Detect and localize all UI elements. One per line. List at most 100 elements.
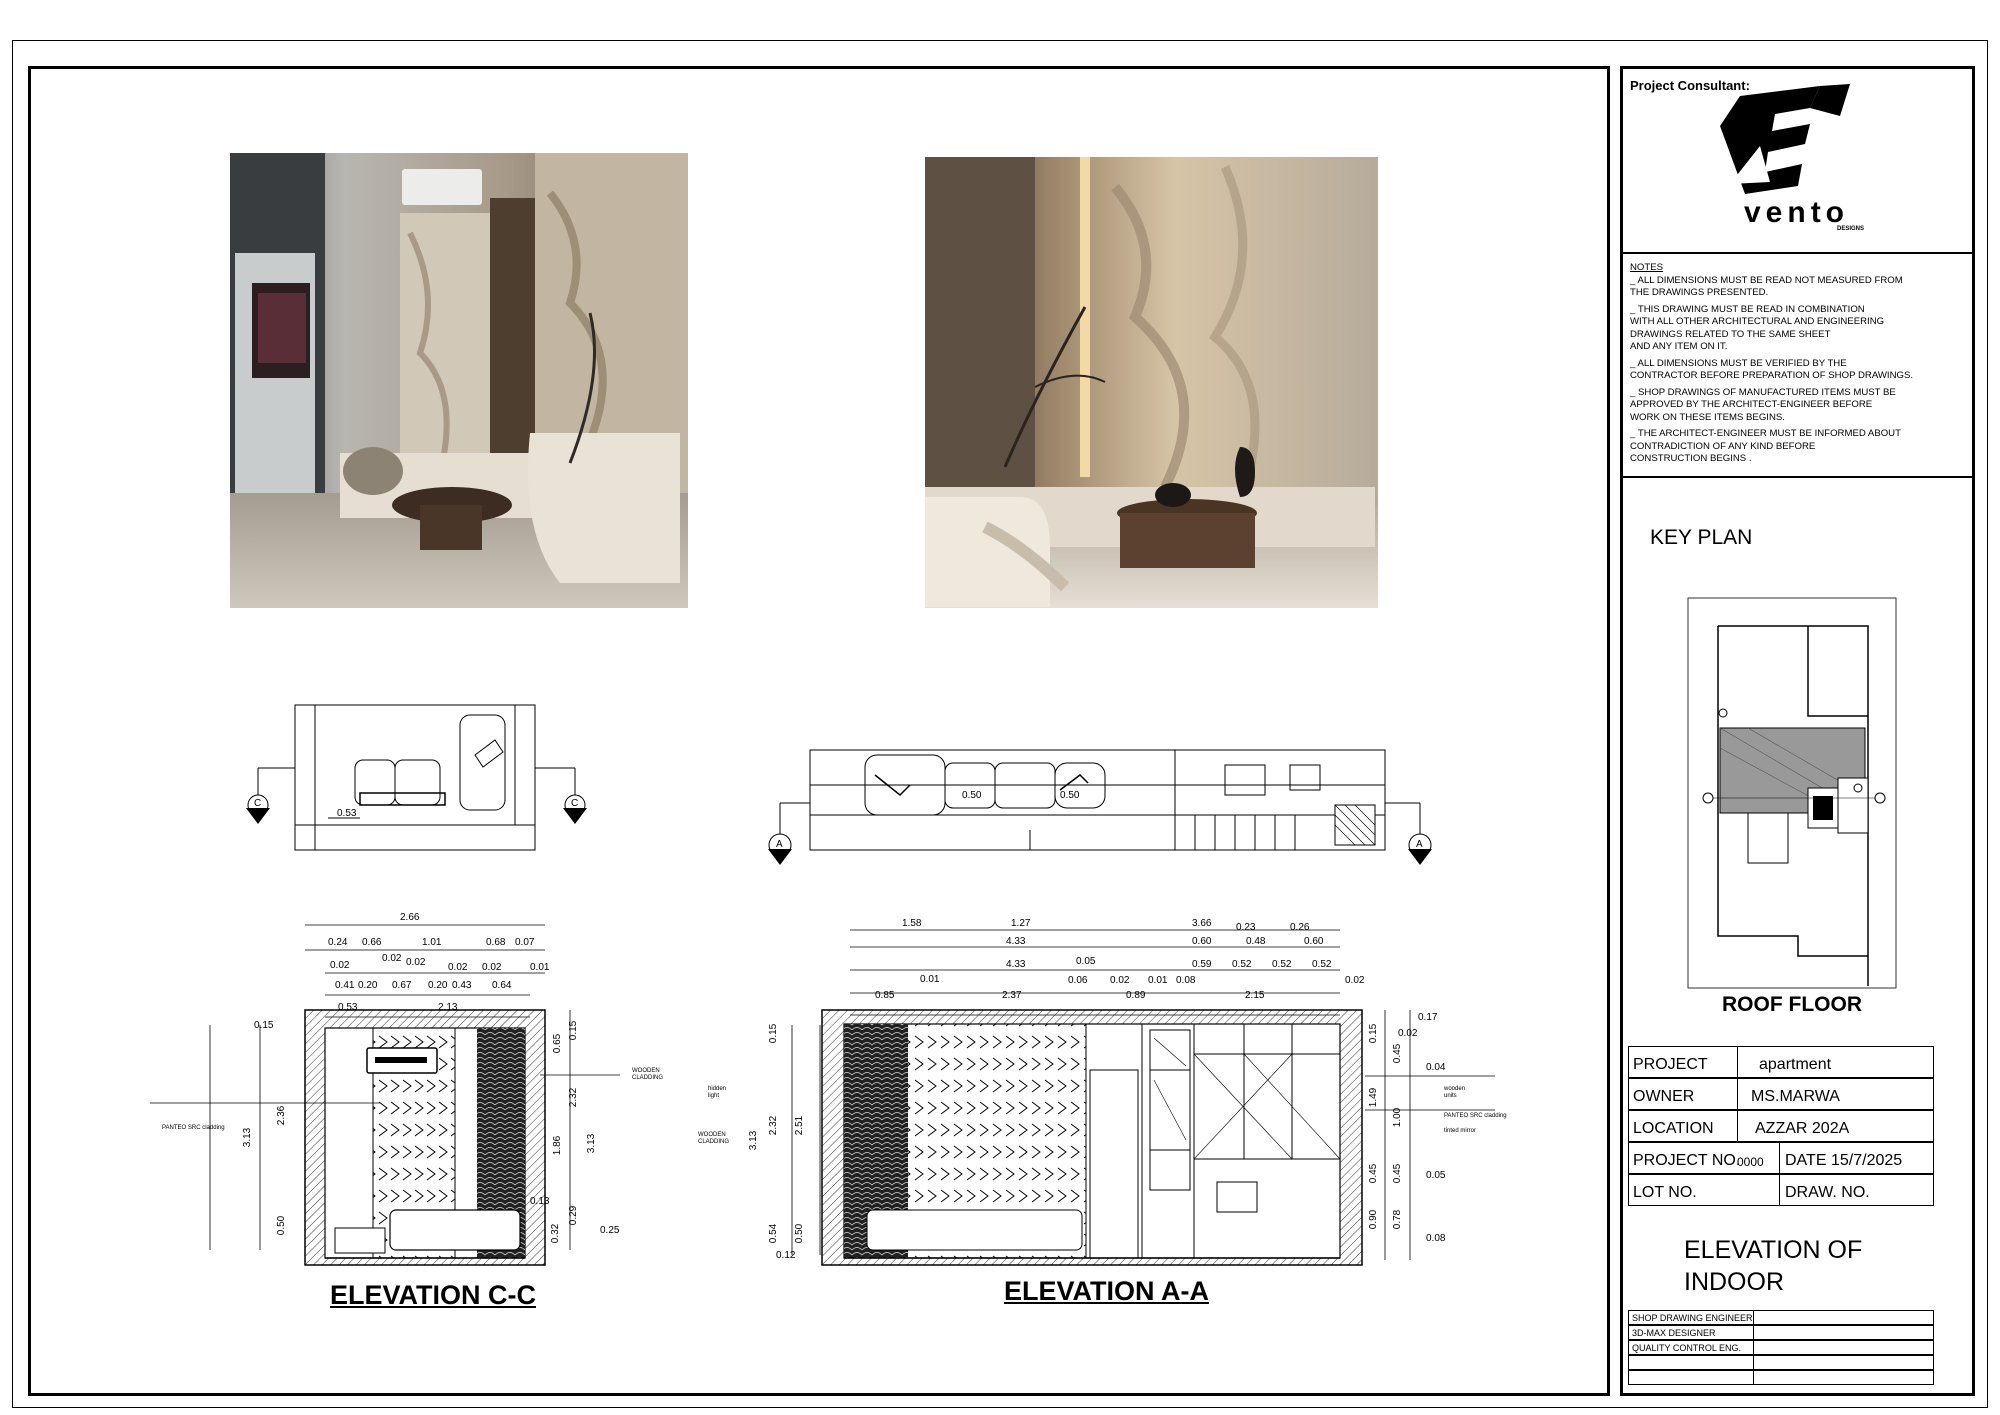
note-line: WORK ON THESE ITEMS BEGINS. bbox=[1630, 411, 1785, 423]
elevation-cc-drawing bbox=[304, 1009, 546, 1266]
aa-callout-wooden-cladding: WOODEN CLADDING bbox=[698, 1132, 730, 1145]
render-photo-living-room-1 bbox=[230, 153, 688, 608]
date-value: 15/7/2025 bbox=[1831, 1152, 1903, 1169]
cc-callout-panteo: PANTEO SRC cladding bbox=[162, 1125, 225, 1131]
aa-r4-1: 0.01 bbox=[920, 974, 940, 985]
aa-r3-5: 0.52 bbox=[1272, 959, 1292, 970]
cc-dim-right-1: 0.65 bbox=[552, 1033, 564, 1054]
cc-dim-r4-3: 0.67 bbox=[392, 980, 412, 991]
aa-r2-1: 4.33 bbox=[1006, 936, 1026, 947]
aa-far-right-1: 0.17 bbox=[1418, 1012, 1438, 1023]
logo-text: vento bbox=[1744, 196, 1850, 229]
note-line: _ THE ARCHITECT-ENGINEER MUST BE INFORME… bbox=[1630, 428, 1901, 439]
aa-right-2: 0.45 bbox=[1392, 1043, 1404, 1064]
aa-right-5: 0.45 bbox=[1368, 1163, 1380, 1184]
title-block-consultant-box bbox=[1620, 66, 1975, 254]
aa-r3-1: 4.33 bbox=[1006, 959, 1026, 970]
key-plan-label: KEY PLAN bbox=[1650, 526, 1753, 549]
plan-aa-dim-1: 0.50 bbox=[962, 790, 982, 801]
aa-right-6: 0.45 bbox=[1392, 1163, 1404, 1184]
notes-title: NOTES bbox=[1630, 262, 1664, 273]
signature-row: QUALITY CONTROL ENG. bbox=[1628, 1340, 1934, 1355]
aa-r3-6: 0.52 bbox=[1312, 959, 1332, 970]
aa-r4-4: 0.01 bbox=[1148, 975, 1168, 986]
aa-left-6: 0.50 bbox=[794, 1223, 806, 1244]
aa-left-3: 2.51 bbox=[794, 1115, 806, 1136]
aa-left-2: 2.32 bbox=[768, 1115, 780, 1136]
aa-r1-3: 3.66 bbox=[1192, 918, 1212, 929]
roof-floor-label: ROOF FLOOR bbox=[1722, 993, 1862, 1016]
aa-r1-1: 1.58 bbox=[902, 918, 922, 929]
key-plan-roof-floor bbox=[1687, 597, 1897, 989]
owner-row: OWNER MS.MARWA bbox=[1628, 1078, 1934, 1110]
cc-dim-r2-1: 0.24 bbox=[328, 937, 348, 948]
aa-r3-4: 0.52 bbox=[1232, 959, 1252, 970]
cc-dim-right-6: 0.13 bbox=[530, 1196, 550, 1207]
location-row: LOCATION AZZAR 202A bbox=[1628, 1110, 1934, 1142]
aa-right-4: 1.00 bbox=[1392, 1107, 1404, 1128]
aa-left-1: 0.15 bbox=[768, 1023, 780, 1044]
plan-view-aa bbox=[768, 749, 1432, 865]
cc-dim-left-3: 3.13 bbox=[242, 1127, 254, 1148]
cc-dim-right-3: 2.32 bbox=[568, 1087, 580, 1108]
project-no-value: 0000 bbox=[1737, 1155, 1764, 1169]
render-photo-living-room-2 bbox=[925, 157, 1378, 608]
lot-row: LOT NO. DRAW. NO. bbox=[1628, 1174, 1934, 1206]
aa-r5-1: 0.85 bbox=[875, 990, 895, 1001]
section-marker-c-right-label: C bbox=[571, 798, 579, 809]
note-line: CONTRADICTION OF ANY KIND BEFORE bbox=[1630, 440, 1816, 452]
aa-left-7: 0.12 bbox=[776, 1250, 796, 1261]
signature-row: SHOP DRAWING ENGINEER bbox=[1628, 1310, 1934, 1325]
lot-label: LOT NO. bbox=[1633, 1184, 1697, 1201]
elevation-cc-dimension-lines bbox=[150, 924, 620, 1250]
cc-dim-r3-1: 0.02 bbox=[330, 960, 350, 971]
cc-dim-r3-4: 0.02 bbox=[448, 962, 468, 973]
draw-label: DRAW. NO. bbox=[1785, 1184, 1870, 1201]
cc-dim-r5-2: 2.13 bbox=[438, 1002, 458, 1013]
signature-label: SHOP DRAWING ENGINEER bbox=[1632, 1313, 1753, 1323]
section-marker-a-left bbox=[768, 833, 792, 865]
cc-dim-left-2: 2.36 bbox=[276, 1105, 288, 1126]
aa-r5-4: 2.15 bbox=[1245, 990, 1265, 1001]
aa-right-8: 0.78 bbox=[1392, 1209, 1404, 1230]
cc-dim-r3-3: 0.02 bbox=[406, 957, 426, 968]
location-label: LOCATION bbox=[1633, 1120, 1714, 1137]
sheet-title-line2: INDOOR bbox=[1684, 1268, 1784, 1296]
aa-r2-4: 0.60 bbox=[1304, 936, 1324, 947]
notes-section: NOTES _ ALL DIMENSIONS MUST BE READ NOT … bbox=[1620, 254, 1975, 478]
cc-dim-r4-5: 0.43 bbox=[452, 980, 472, 991]
cc-dim-r3-6: 0.01 bbox=[530, 962, 550, 973]
aa-right-7: 0.90 bbox=[1368, 1209, 1380, 1230]
cc-callout-wooden: WOODEN CLADDING bbox=[632, 1068, 664, 1081]
section-marker-a-left-label: A bbox=[776, 839, 783, 850]
aa-r1-5: 0.26 bbox=[1290, 922, 1310, 933]
aa-r1-2: 1.27 bbox=[1011, 918, 1031, 929]
elevation-aa-dimension-lines bbox=[791, 929, 1340, 1255]
section-marker-a-right bbox=[1408, 833, 1432, 865]
signature-label: 3D-MAX DESIGNER bbox=[1632, 1328, 1716, 1338]
cc-dim-top-total: 2.66 bbox=[400, 912, 420, 923]
note-line: _ SHOP DRAWINGS OF MANUFACTURED ITEMS MU… bbox=[1630, 386, 1896, 398]
note-line: CONTRACTOR BEFORE PREPARATION OF SHOP DR… bbox=[1630, 370, 1914, 381]
cc-dim-r2-3: 1.01 bbox=[422, 937, 442, 948]
note-line: CONSTRUCTION BEGINS . bbox=[1630, 453, 1752, 464]
aa-right-1: 0.15 bbox=[1368, 1023, 1380, 1044]
aa-far-right-3: 0.04 bbox=[1426, 1062, 1446, 1073]
elevation-cc-title: ELEVATION C-C bbox=[330, 1280, 536, 1310]
cc-dim-right-8: 0.32 bbox=[550, 1223, 562, 1244]
note-line: AND ANY ITEM ON IT. bbox=[1630, 341, 1728, 352]
aa-r1-4: 0.23 bbox=[1236, 922, 1256, 933]
cc-dim-right-7: 0.29 bbox=[568, 1205, 580, 1226]
note-line: _ THIS DRAWING MUST BE READ IN COMBINATI… bbox=[1630, 303, 1865, 315]
aa-r2-3: 0.48 bbox=[1246, 936, 1266, 947]
aa-far-right-4: 0.05 bbox=[1426, 1170, 1446, 1181]
aa-r4-2: 0.06 bbox=[1068, 975, 1088, 986]
aa-far-right-2: 0.02 bbox=[1398, 1028, 1418, 1039]
location-value: AZZAR 202A bbox=[1755, 1120, 1850, 1137]
owner-label: OWNER bbox=[1633, 1088, 1695, 1105]
consultant-label: Project Consultant: bbox=[1630, 78, 1750, 93]
cc-dim-r4-6: 0.64 bbox=[492, 980, 512, 991]
aa-r3-2: 0.05 bbox=[1076, 956, 1096, 967]
plan-cc-dim: 0.53 bbox=[337, 808, 357, 819]
cc-dim-r3-2: 0.02 bbox=[382, 953, 402, 964]
